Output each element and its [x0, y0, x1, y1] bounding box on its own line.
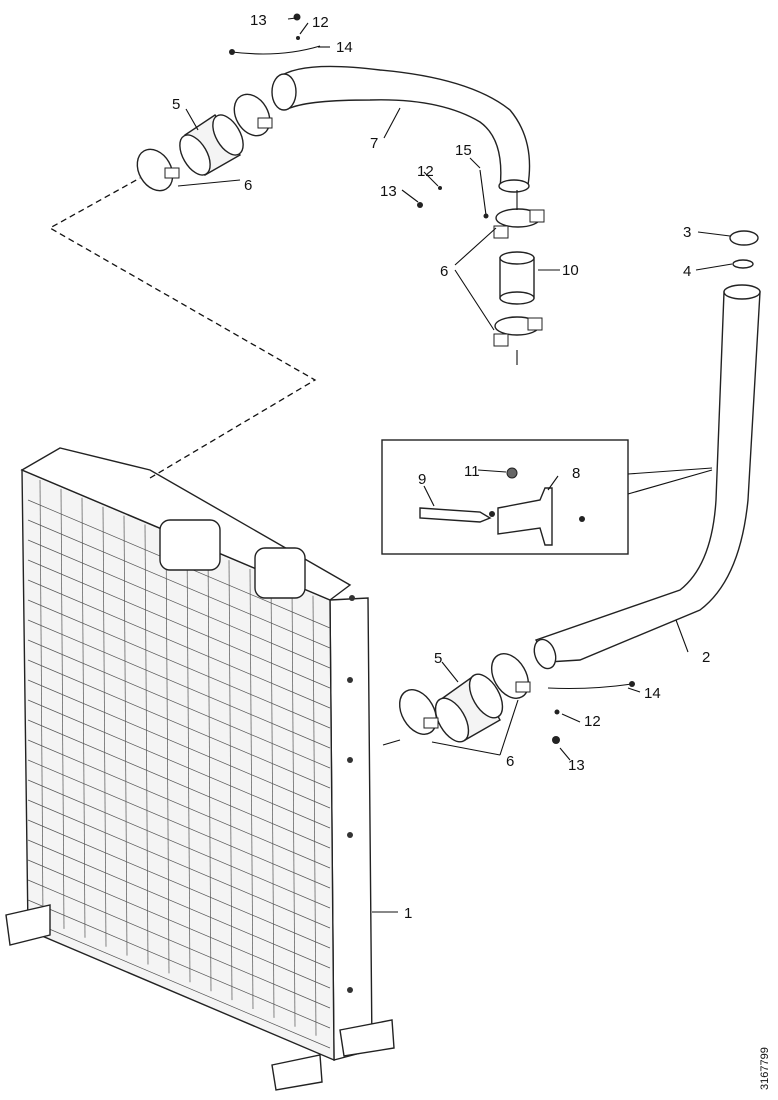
callout-3: 3 — [683, 224, 691, 241]
mid-clamp-lower — [493, 316, 543, 347]
callout-labels: 1 2 3 4 5 5 6 6 6 7 8 9 10 11 12 12 12 1… — [172, 12, 771, 1090]
callout-5-top: 5 — [172, 96, 180, 113]
upper-hose-sleeve — [179, 114, 244, 176]
lower-hardware — [382, 681, 635, 746]
callout-14-top: 14 — [336, 39, 353, 56]
callout-7: 7 — [370, 135, 378, 152]
callout-9: 9 — [418, 471, 426, 488]
upper-clamp-left — [136, 148, 180, 192]
lower-clamp-left — [398, 689, 439, 735]
callout-4: 4 — [683, 263, 691, 280]
mid-sleeve — [499, 251, 535, 305]
callout-13-mid: 13 — [380, 183, 397, 200]
callout-12-top: 12 — [312, 14, 329, 31]
mid-clamp-upper — [493, 208, 545, 239]
callout-14-bottom: 14 — [644, 685, 661, 702]
callout-1: 1 — [404, 905, 412, 922]
lower-hose-sleeve — [434, 673, 504, 743]
callout-13-bottom: 13 — [568, 757, 585, 774]
callout-8: 8 — [572, 465, 580, 482]
callout-5-bottom: 5 — [434, 650, 442, 667]
callout-2: 2 — [702, 649, 710, 666]
detail-inset — [381, 439, 713, 555]
upper-pipe — [271, 65, 531, 193]
callout-15: 15 — [455, 142, 472, 159]
connection-dash-line — [48, 177, 317, 479]
radiator-core — [5, 447, 395, 1091]
callout-6-top-left: 6 — [244, 177, 252, 194]
upper-clamp-right — [233, 93, 273, 137]
top-hardware — [229, 13, 489, 219]
leader-lines — [177, 17, 733, 913]
figure-reference-number: 3167799 — [759, 1047, 771, 1090]
callout-13-top: 13 — [250, 12, 267, 29]
callout-12-mid: 12 — [417, 163, 434, 180]
callout-6-bottom: 6 — [506, 753, 514, 770]
callout-12-bottom: 12 — [584, 713, 601, 730]
right-pipe — [533, 230, 761, 670]
callout-10: 10 — [562, 262, 579, 279]
lower-clamp-right — [490, 653, 531, 699]
callout-11: 11 — [464, 463, 480, 480]
callout-6-top-mid: 6 — [440, 263, 448, 280]
